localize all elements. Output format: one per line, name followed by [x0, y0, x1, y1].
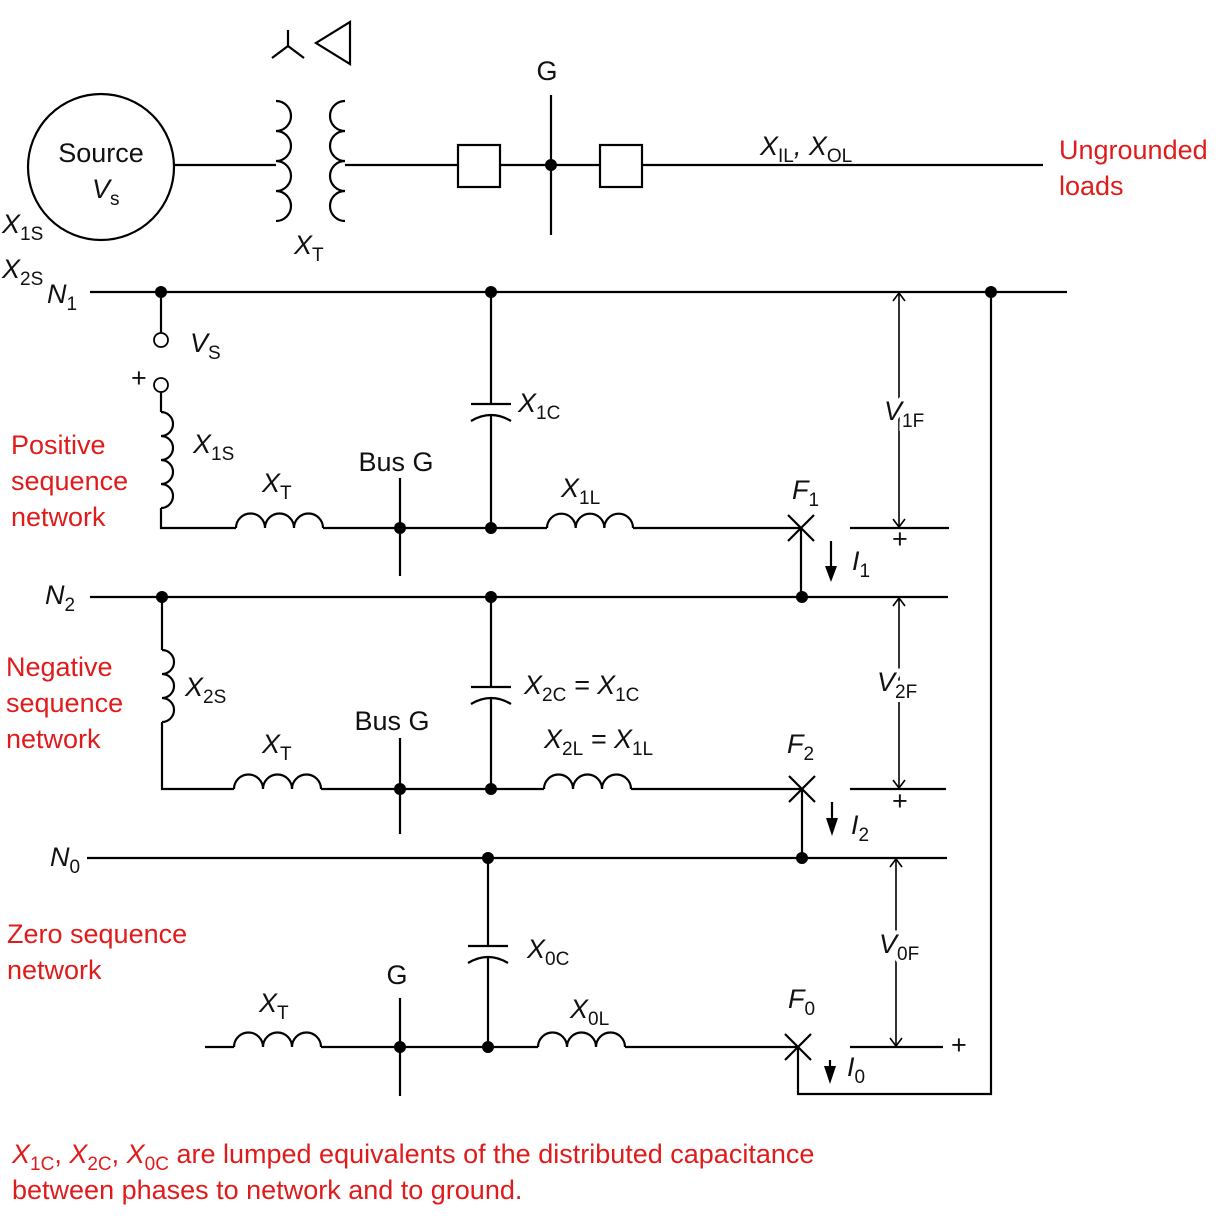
negative-voltage-plus-sign: + [892, 786, 908, 816]
zero-fault-label: F0 [788, 984, 815, 1020]
positive-fault-label: F1 [792, 475, 819, 511]
zero-capacitor-node [482, 1041, 494, 1053]
zero-network-title-line2: network [7, 955, 102, 985]
x1s-inductor [160, 410, 175, 510]
positive-xl-label: X1L [560, 473, 600, 509]
zero-xt-label: XT [258, 988, 289, 1024]
bus-g-node [545, 159, 557, 171]
zero-return-wire [796, 292, 993, 1096]
negative-xc-label: X2C = X1C [523, 670, 639, 706]
negative-network-title-line1: Negative [6, 652, 113, 682]
negative-sequence-network: Negative sequence network N2 X2S XT Bus … [6, 580, 948, 858]
wye-symbol-icon [271, 30, 305, 59]
transformer-label: XT [293, 230, 324, 266]
positive-capacitor-node [485, 522, 497, 534]
positive-sequence-network: Positive sequence network N1 VS + X1S XT… [11, 279, 1067, 597]
negative-fault-label: F2 [787, 729, 814, 765]
loads-label-line1: Ungrounded [1059, 135, 1208, 165]
zero-xl-inductor [536, 1031, 627, 1048]
positive-voltage-arrow [892, 291, 906, 529]
zero-voltage-label: V0F [879, 929, 919, 965]
positive-bus-g-node [394, 522, 406, 534]
n0-label: N0 [50, 842, 80, 878]
loads-label-line2: loads [1059, 171, 1124, 201]
source-x1s-label: X1S [1, 209, 43, 245]
vs-label: VS [190, 328, 221, 364]
footnote: X1C, X2C, X0C are lumped equivalents of … [11, 1139, 814, 1205]
negative-network-title-line2: sequence [6, 688, 123, 718]
zero-voltage-plus-sign: + [951, 1030, 967, 1060]
positive-voltage-label: V1F [884, 396, 924, 432]
zero-xl-label: X0L [569, 994, 609, 1030]
negative-xt-label: XT [261, 729, 292, 765]
n1-label: N1 [47, 279, 77, 315]
zero-sequence-network: Zero sequence network N0 XT G X0C X0L F0… [7, 292, 993, 1096]
positive-current-arrow-icon [825, 541, 837, 582]
positive-network-title-line3: network [11, 502, 106, 532]
positive-main-wire [159, 508, 801, 530]
footnote-line2: between phases to network and to ground. [12, 1175, 522, 1205]
bus-g-label: G [536, 56, 557, 86]
source-voltage-label: Vs [92, 174, 120, 210]
positive-xc-label: X1C [517, 388, 560, 424]
positive-voltage-label: V1F [884, 396, 924, 432]
vs-terminal-top [153, 332, 169, 348]
source-x2s-label: X2S [1, 254, 43, 290]
n2-label: N2 [45, 580, 75, 616]
positive-network-title-line1: Positive [11, 430, 106, 460]
n2-node-fault [796, 591, 808, 603]
zero-current-label: I0 [847, 1052, 865, 1088]
zero-bus-g-node [394, 1041, 406, 1053]
source-label: Source [58, 138, 144, 168]
negative-main-wire [160, 722, 802, 791]
zero-bus-g-label: G [386, 960, 407, 990]
negative-xl-inductor [542, 773, 633, 790]
footnote-line1: X1C, X2C, X0C are lumped equivalents of … [11, 1139, 814, 1175]
breaker-right [598, 143, 644, 189]
positive-bus-g-label: Bus G [358, 447, 433, 477]
line-impedance-label: XIL, XOL [759, 131, 852, 167]
positive-network-title-line2: sequence [11, 466, 128, 496]
negative-current-label: I2 [851, 810, 869, 846]
negative-capacitor-node [485, 783, 497, 795]
positive-current-label: I1 [852, 546, 870, 582]
negative-bus-g-node [394, 783, 406, 795]
positive-xl-inductor [545, 512, 635, 529]
breaker-left [456, 143, 502, 189]
vs-terminal-bottom [153, 377, 169, 393]
positive-xt-label: XT [261, 468, 292, 504]
x2s-inductor [161, 648, 176, 724]
negative-voltage-arrow [892, 596, 906, 790]
transformer-secondary-winding [328, 99, 346, 223]
delta-symbol-icon [313, 20, 352, 66]
zero-current-arrow-icon [824, 1060, 836, 1084]
single-line-diagram: Source Vs X1S X2S XT G XIL, XOL Unground… [1, 20, 1208, 290]
transformer-primary-winding [275, 99, 293, 223]
negative-xt-inductor [232, 773, 323, 790]
source-symbol [26, 92, 176, 242]
positive-xt-inductor [234, 512, 325, 529]
negative-current-arrow-icon [826, 802, 838, 836]
zero-voltage-label: V0F [879, 929, 919, 965]
zero-network-title-line1: Zero sequence [7, 919, 187, 949]
positive-voltage-plus-sign: + [892, 524, 908, 554]
negative-xl-label: X2L = X1L [543, 724, 653, 760]
zero-xc-label: X0C [526, 934, 569, 970]
negative-network-title-line3: network [6, 724, 101, 754]
x1s-label: X1S [192, 429, 234, 465]
negative-voltage-label: V2F [877, 667, 917, 703]
zero-voltage-arrow [889, 857, 903, 1048]
x2s-label: X2S [184, 672, 226, 708]
zero-xt-inductor [232, 1031, 323, 1048]
negative-bus-g-label: Bus G [354, 706, 429, 736]
vs-plus-sign: + [131, 363, 147, 393]
n0-node-fault [796, 852, 808, 864]
